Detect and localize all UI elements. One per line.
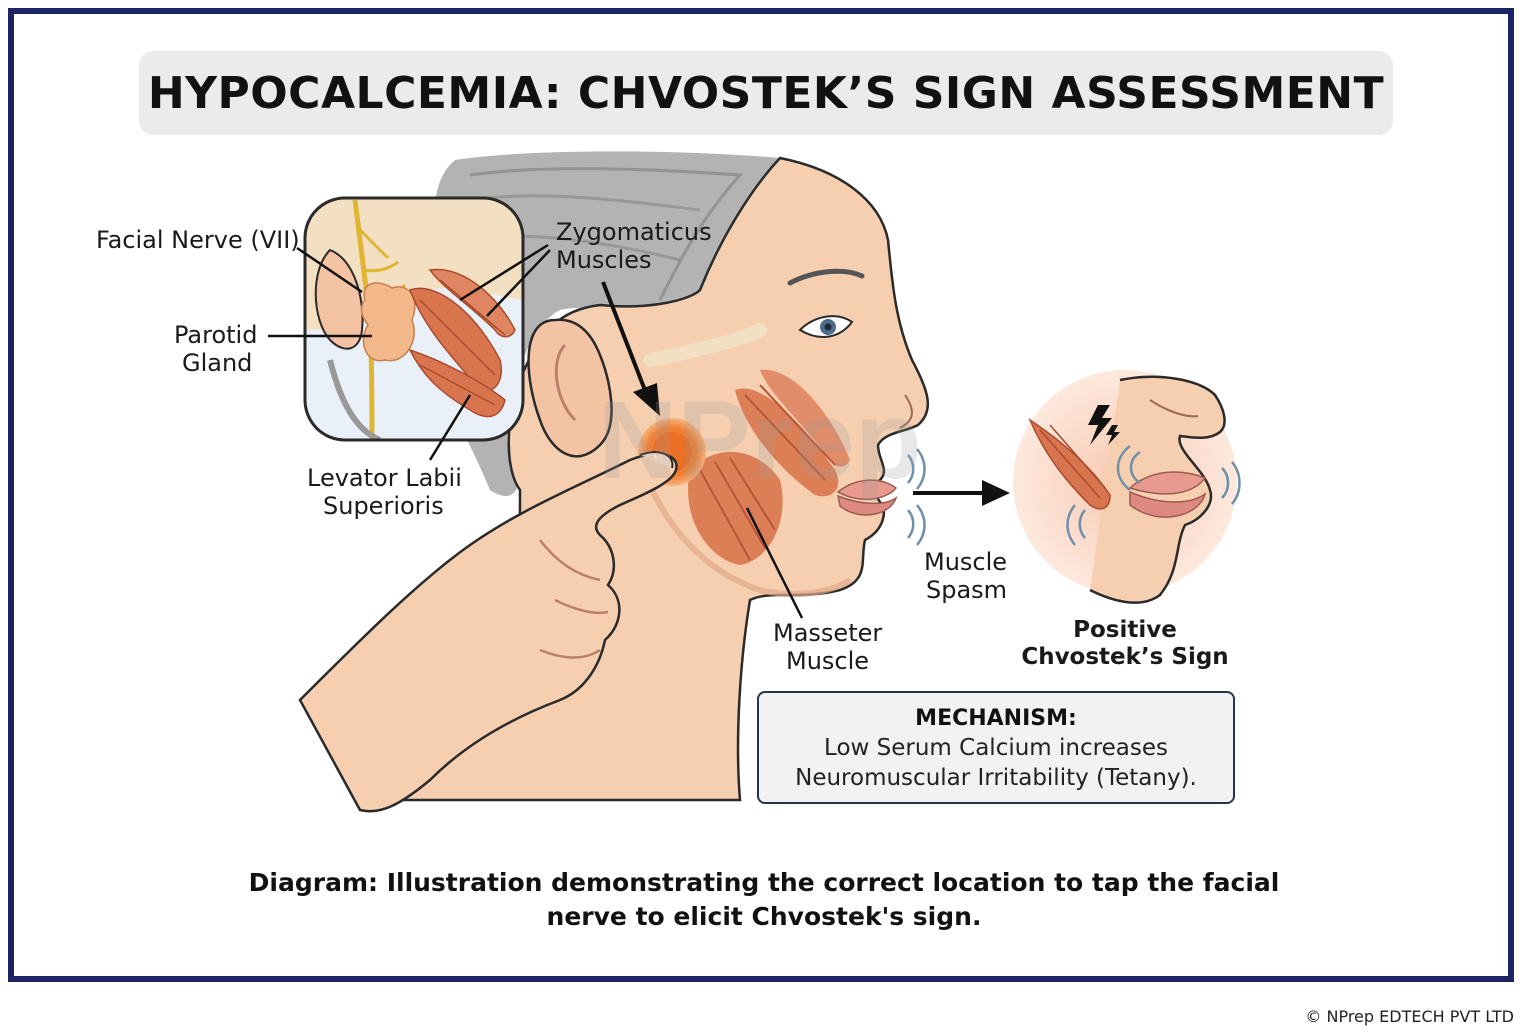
mechanism-line-2: Neuromuscular Irritability (Tetany). xyxy=(795,765,1197,791)
label-levator-2: Superioris xyxy=(323,492,444,520)
tapping-hand xyxy=(298,451,678,813)
label-spasm-2: Spasm xyxy=(926,576,1007,604)
label-masseter-1: Masseter xyxy=(773,619,882,647)
label-zygomaticus-1: Zygomaticus xyxy=(556,218,712,246)
caption-line-1: Diagram: Illustration demonstrating the … xyxy=(248,868,1280,897)
label-facial-nerve: Facial Nerve (VII) xyxy=(96,226,300,254)
lightning-icon xyxy=(1088,405,1112,445)
ear xyxy=(527,318,613,458)
title-banner: HYPOCALCEMIA: CHVOSTEK’S SIGN ASSESSMENT xyxy=(139,51,1393,135)
caption-line-2: nerve to elicit Chvostek's sign. xyxy=(546,902,982,931)
anatomy-labels: Facial Nerve (VII) Zygomaticus Muscles P… xyxy=(96,218,882,675)
copyright-notice: © NPrep EDTECH PVT LTD xyxy=(1305,1007,1514,1026)
label-parotid-1: Parotid xyxy=(174,321,257,349)
mechanism-heading: MECHANISM: xyxy=(915,706,1077,731)
lips xyxy=(836,479,898,500)
label-parotid-2: Gland xyxy=(182,349,252,377)
leader-lines xyxy=(268,243,804,619)
label-positive-1: Positive xyxy=(1073,617,1177,643)
tap-arrow xyxy=(601,281,660,416)
page-title: HYPOCALCEMIA: CHVOSTEK’S SIGN ASSESSMENT xyxy=(147,67,1385,119)
mechanism-box: MECHANISM: Low Serum Calcium increases N… xyxy=(757,691,1235,804)
zygomaticus-muscle xyxy=(735,388,839,497)
label-positive-2: Chvostek’s Sign xyxy=(1021,644,1228,670)
vibration-marks xyxy=(907,448,926,546)
label-zygomaticus-2: Muscles xyxy=(556,246,652,274)
label-levator-1: Levator Labii xyxy=(307,464,462,492)
positive-sign-face xyxy=(1013,370,1237,604)
parotid-gland xyxy=(360,282,416,362)
diagram-caption: Diagram: Illustration demonstrating the … xyxy=(150,866,1378,934)
mechanism-line-1: Low Serum Calcium increases xyxy=(824,735,1168,761)
spasm-arrow xyxy=(913,480,1010,506)
label-spasm-1: Muscle xyxy=(924,548,1007,576)
label-masseter-2: Muscle xyxy=(786,647,869,675)
spasm-vibration-marks xyxy=(1066,445,1241,546)
anatomy-inset xyxy=(303,196,525,442)
watermark: NPrep xyxy=(598,379,922,502)
